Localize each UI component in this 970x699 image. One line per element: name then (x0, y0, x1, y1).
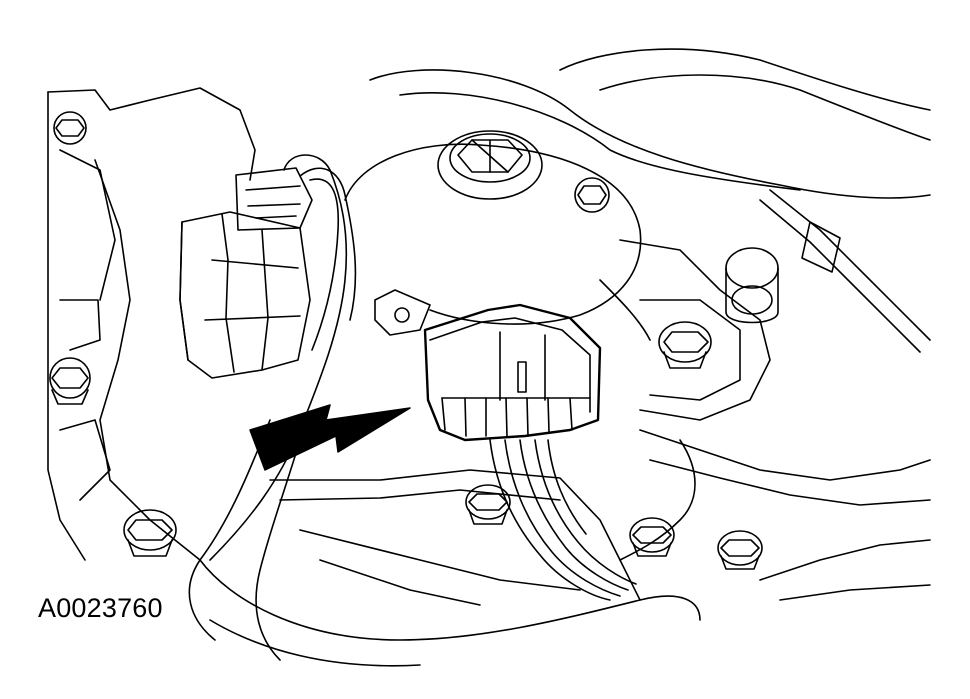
wire-bundle-main-5 (548, 440, 586, 534)
wire-bundle-left-5 (256, 440, 300, 660)
top-cover-inner (400, 93, 800, 190)
stud-right (726, 248, 778, 323)
housing-right-inner (640, 300, 740, 400)
bolt-bottom-right-2 (718, 531, 762, 569)
wire-bundle-main-2 (505, 440, 620, 596)
bolt-top-left (54, 112, 86, 144)
harness-clip-hole (395, 308, 409, 322)
base-plate (270, 470, 640, 600)
housing-rib-3 (60, 420, 110, 500)
top-cover-outline (370, 70, 930, 198)
bolt-right (659, 322, 711, 368)
arrow-icon (250, 405, 410, 470)
lower-harness-sheath-2 (210, 620, 420, 666)
bolt-mid-left (50, 358, 90, 404)
motor-dome-shadow (600, 280, 650, 340)
bolt-dome-center (438, 131, 542, 199)
wire-bundle-main-4 (535, 440, 636, 584)
top-cover-rim-2 (600, 75, 930, 140)
wire-bundle-main-3 (520, 440, 628, 590)
harness-clip (375, 290, 430, 335)
housing-inner-left (95, 160, 200, 560)
rod-right (770, 190, 930, 340)
wire-bundle-left-4 (189, 420, 270, 640)
wire-bundle-main (490, 440, 610, 600)
base-plate-2 (280, 490, 560, 500)
rod-sleeve (802, 222, 840, 272)
detail-bottom-right (760, 540, 930, 580)
flange-lower-right-3 (620, 440, 695, 560)
flange-lower-right-2 (650, 460, 930, 505)
base-plate-3 (300, 530, 580, 590)
connector-left (180, 168, 312, 378)
housing-outline-left (48, 88, 255, 180)
housing-edge-left (48, 92, 85, 560)
lower-harness-sheath (200, 560, 700, 640)
wire-bundle-left-2 (300, 168, 355, 320)
top-cover-rim (560, 49, 930, 110)
flange-lower-right (640, 430, 930, 480)
housing-rib-2 (60, 300, 100, 350)
housing-rib-1 (60, 150, 115, 300)
connector-main (425, 305, 600, 440)
bolt-dome-right (575, 178, 609, 212)
base-plate-4 (320, 560, 480, 605)
bolt-bottom-right-1 (630, 518, 674, 556)
bolt-bottom-left (124, 510, 176, 556)
housing-right-outline (620, 240, 770, 420)
detail-bottom-right-2 (780, 585, 930, 600)
rod-right-2 (760, 200, 920, 352)
wire-bundle-left (210, 155, 346, 560)
wire-bundle-left-3 (310, 179, 338, 350)
figure-id-label: A0023760 (38, 593, 163, 623)
